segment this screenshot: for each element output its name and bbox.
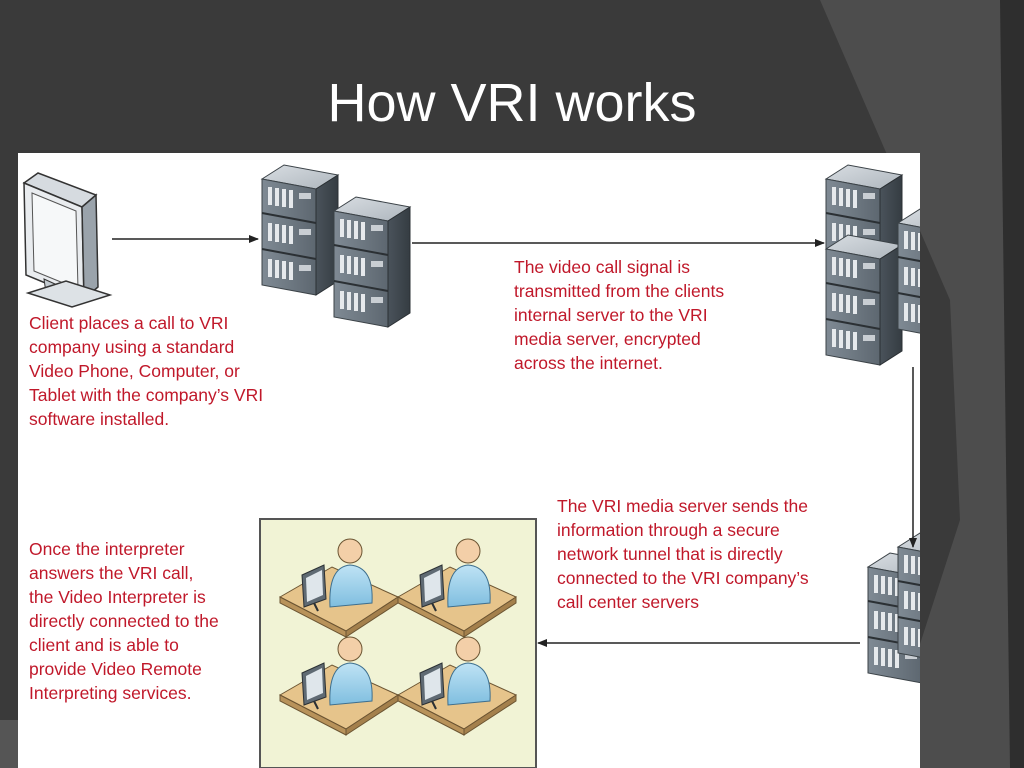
diagram-panel	[18, 153, 920, 768]
interpreter-annotation: Once the interpreter answers the VRI cal…	[29, 539, 219, 703]
media-server-annotation: The VRI media server sends the informati…	[557, 496, 809, 612]
computer-monitor-icon	[22, 172, 113, 308]
signal-annotation: The video call signal is transmitted fro…	[514, 257, 725, 373]
background-band	[820, 0, 1024, 768]
interpreter-workstations-icon	[259, 518, 537, 768]
client-annotation: Client places a call to VRI company usin…	[29, 313, 264, 429]
background-edge	[1000, 0, 1024, 768]
slide-title: How VRI works	[327, 73, 697, 133]
corner-accent	[0, 720, 22, 768]
